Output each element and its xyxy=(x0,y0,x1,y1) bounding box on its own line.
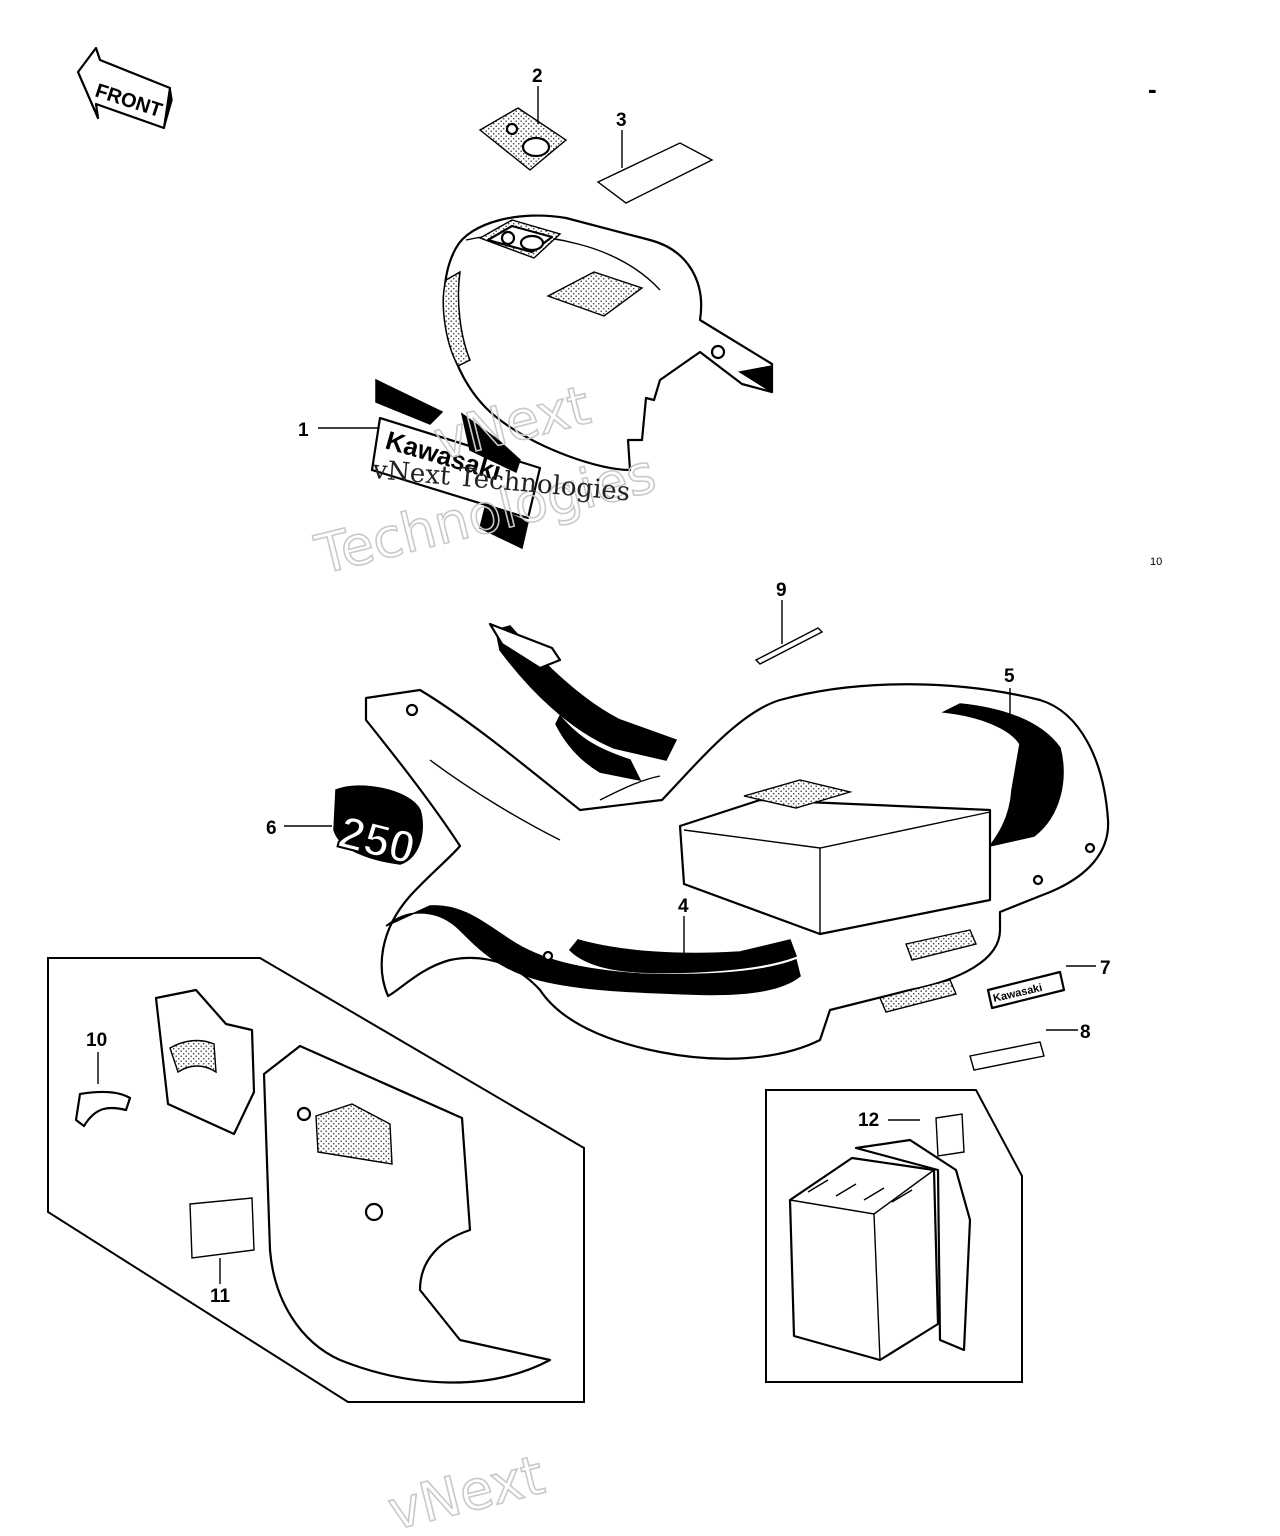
corner-mark: - xyxy=(1148,74,1157,104)
watermark-bottom: vNext xyxy=(382,1443,550,1536)
part-7-kawasaki-decal: Kawasaki xyxy=(986,970,1066,1010)
callout-10: 10 xyxy=(86,1030,107,1051)
callout-7: 7 xyxy=(1100,958,1111,979)
callout-8: 8 xyxy=(1080,1022,1091,1043)
callout-1: 1 xyxy=(298,420,309,441)
left-inset-frame xyxy=(47,957,585,1403)
right-inset-frame xyxy=(765,1089,1023,1383)
part-6-250-decal: 250 xyxy=(333,785,423,875)
part-3-label xyxy=(596,130,714,204)
callout-5: 5 xyxy=(1004,666,1015,687)
part-1-tank-cover xyxy=(442,214,774,472)
callout-3: 3 xyxy=(616,110,627,131)
callout-12: 12 xyxy=(858,1110,879,1131)
front-arrow-icon: FRONT xyxy=(76,46,173,130)
callout-11: 11 xyxy=(210,1286,231,1307)
callout-6: 6 xyxy=(266,818,277,839)
part-2-cap-gasket xyxy=(478,86,568,171)
callout-4: 4 xyxy=(678,896,689,917)
callout-labels: 1 2 3 4 5 6 7 8 9 10 11 12 xyxy=(86,66,1111,1307)
part-9-label xyxy=(754,600,824,665)
part-4-5-fender-body xyxy=(364,622,1110,1060)
callout-9: 9 xyxy=(776,580,787,601)
page-reference: 10 xyxy=(1150,556,1162,568)
part-8-label xyxy=(969,1041,1045,1071)
part-1-kawasaki-decal: Kawasaki xyxy=(370,378,542,550)
callout-2: 2 xyxy=(532,66,543,87)
leader-lines xyxy=(284,427,1096,1031)
